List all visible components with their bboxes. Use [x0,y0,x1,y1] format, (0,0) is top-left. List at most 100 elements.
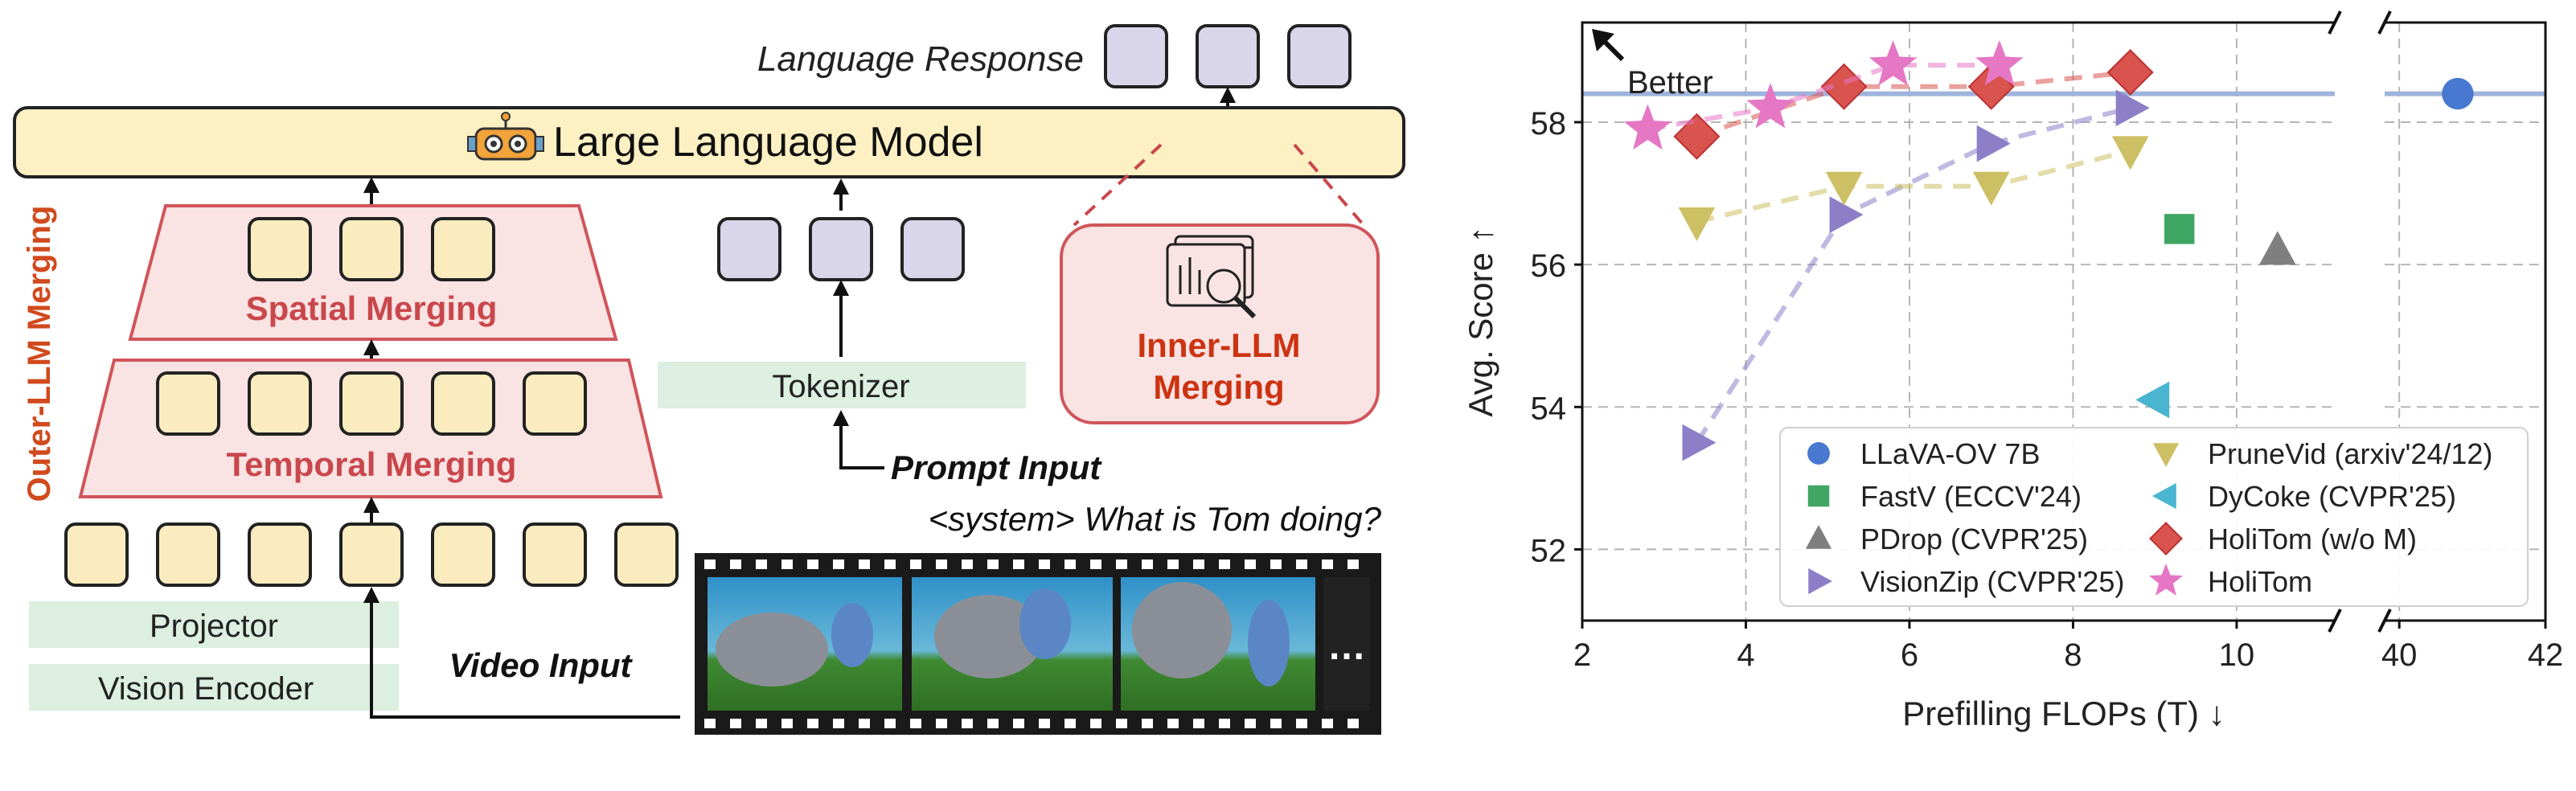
prompt-token-2 [809,217,873,281]
projector-label: Projector [150,609,278,644]
y-tick-label: 52 [1531,533,1567,568]
series-line-prunevid-arxiv-24-12 [1696,148,2131,224]
spatial-token-1 [248,217,312,281]
series-line-holitom-w-o-m [1696,70,2131,139]
legend-label: HoliTom [2208,565,2312,598]
series-line-visionzip-cvpr-25 [1694,105,2131,445]
data-point-holitom-w-o-m [2106,48,2154,96]
axis-break-mark [2377,10,2392,35]
data-point-visionzip-cvpr-25 [1829,196,1864,233]
legend-marker [2152,443,2180,467]
y-tick-label: 56 [1531,248,1567,284]
data-point-holitom [1623,104,1672,150]
visual-token-5 [431,523,495,587]
data-point-prunevid-arxiv-24-12 [1972,171,2010,206]
legend-box [1779,427,2529,607]
robot-icon [467,112,544,161]
x-tick-label: 8 [2064,637,2082,673]
x-tick-label: 10 [2219,637,2255,673]
legend-marker [2148,563,2184,596]
llm-box [13,106,1405,178]
film-ellipsis: … [1327,625,1366,668]
data-point-holitom [1975,39,2024,86]
data-point-visionzip-cvpr-25 [1976,125,2011,162]
data-point-holitom-w-o-m [1820,63,1868,110]
inner-llm-label-line1: Inner-LLM [1138,326,1301,364]
inner-llm-label-line2: Merging [1153,368,1284,406]
visual-token-3 [248,523,312,587]
temporal-merging-label: Temporal Merging [227,445,517,483]
axis-frame-left [1581,21,2335,622]
data-point-holitom-w-o-m [1967,63,2015,110]
data-point-fastv-eccv-24 [2164,214,2195,244]
temporal-token-2 [248,371,312,436]
tokenizer-box [658,362,1026,408]
x-tick-label: 6 [1901,637,1918,673]
data-point-prunevid-arxiv-24-12 [2111,136,2149,170]
visual-token-7 [614,523,679,587]
prompt-input-label: Prompt Input [891,449,1102,486]
data-point-visionzip-cvpr-25 [1682,424,1717,461]
axis-break-mark [2377,609,2392,633]
legend-marker [1805,525,1832,549]
temporal-token-4 [431,371,495,436]
response-token-2 [1196,24,1260,88]
legend-label: PDrop (CVPR'25) [1860,523,2088,555]
spatial-token-2 [339,217,404,281]
tokenizer-label: Tokenizer [772,369,909,404]
data-point-prunevid-arxiv-24-12 [1825,171,1863,206]
visual-token-2 [156,523,220,587]
legend-marker [2152,482,2176,510]
data-point-holitom [1746,83,1795,129]
legend-label: VisionZip (CVPR'25) [1860,565,2124,598]
visual-token-6 [523,523,587,587]
temporal-token-3 [339,371,404,436]
visual-token-1 [64,523,129,587]
prompt-token-3 [900,217,965,281]
inner-llm-box [1060,223,1380,424]
method-diagram: Language Response Large Language Model O… [13,24,1405,735]
x-tick-label: 42 [2528,637,2564,673]
data-point-holitom-w-o-m [1673,113,1721,160]
x-axis-label: Prefilling FLOPs (T) ↓ [1902,695,2225,732]
temporal-token-1 [156,371,220,436]
x-tick-label: 40 [2381,637,2418,673]
video-input-connector [363,587,680,719]
series-line-holitom [1647,63,2000,132]
spatial-token-3 [431,217,495,281]
legend-marker [1808,568,1832,595]
better-label: Better [1627,65,1713,100]
better-arrow [1596,33,1625,62]
video-input-label: Video Input [449,646,633,684]
data-point-llava-ov-7b [2442,77,2474,110]
outer-llm-label: Outer-LLM Merging [22,206,57,502]
legend-marker [1807,442,1830,465]
response-token-3 [1287,24,1352,88]
projector-box [29,601,399,648]
video-film-strip [695,553,1381,735]
legend-label: LLaVA-OV 7B [1860,437,2040,470]
inner-dash-right [1293,143,1365,227]
temporal-token-5 [523,371,587,436]
data-point-visionzip-cvpr-25 [2115,89,2150,127]
vision-encoder-box [29,664,399,711]
prompt-token-1 [717,217,781,281]
data-point-pdrop-cvpr-25 [2258,231,2296,265]
better-arrow-head [1592,29,1614,51]
inner-merging-icon [1166,235,1257,319]
axis-break-mark [2328,609,2342,633]
y-tick-label: 58 [1531,106,1567,141]
legend-marker [1807,485,1830,507]
x-tick-label: 2 [1573,637,1591,673]
legend-label: PruneVid (arxiv'24/12) [2208,437,2492,470]
axis-break-mark [2328,10,2342,35]
inner-dash-left [1073,143,1163,227]
data-point-dycoke-cvpr-25 [2135,381,2170,419]
data-point-holitom [1868,39,1918,86]
data-point-prunevid-arxiv-24-12 [1678,207,1716,241]
legend-label: DyCoke (CVPR'25) [2208,480,2456,513]
language-response-label: Language Response [757,39,1084,79]
y-tick-label: 54 [1531,391,1567,426]
visual-token-4 [339,523,404,587]
llm-label: Large Language Model [553,119,983,166]
